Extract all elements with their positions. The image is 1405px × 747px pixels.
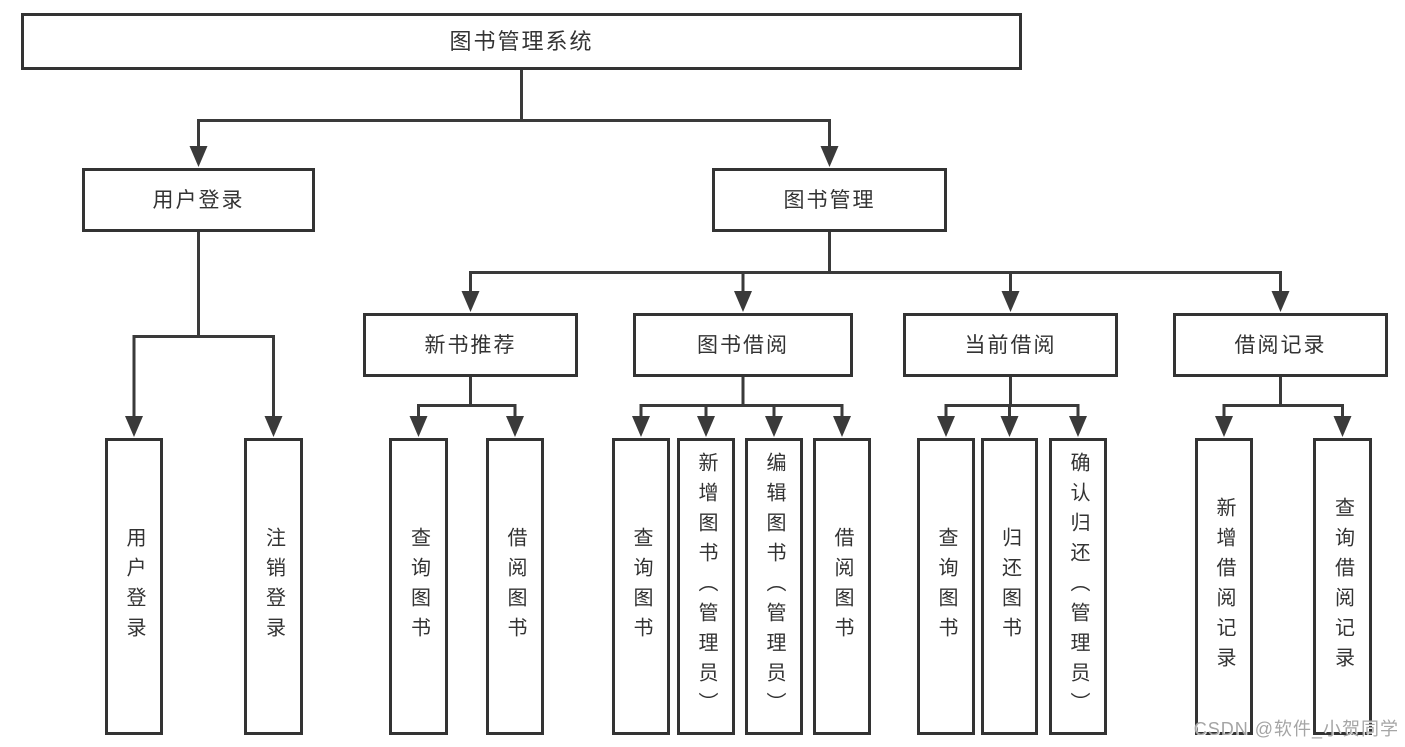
arrowhead-icon [734,291,752,312]
arrowhead-icon [1069,416,1087,437]
arrowhead-icon [1000,416,1019,437]
node-label: 新增借阅记录 [1213,496,1235,677]
leaf-query-books: 查询图书 [389,438,448,735]
node-new-book-recommend: 新书推荐 [363,313,578,377]
node-label: 借阅图书 [504,526,526,647]
arrowhead-icon [189,146,208,167]
arrowhead-icon [1215,416,1233,437]
node-label: 用户登录 [123,526,145,647]
arrowhead-icon [820,146,839,167]
csdn-watermark: CSDN @软件_小贺同学 [1193,719,1399,739]
node-label: 归还图书 [998,526,1021,647]
arrowhead-icon [765,416,783,437]
leaf-query-books: 查询图书 [917,438,975,735]
arrowhead-icon [409,416,428,437]
node-label: 图书借阅 [697,333,789,357]
leaf-edit-books-admin: 编辑图书（管理员） [745,438,803,735]
leaf-borrow-books: 借阅图书 [813,438,871,735]
node-label: 查询图书 [935,526,957,647]
arrowhead-icon [833,416,851,437]
leaf-return-books: 归还图书 [981,438,1038,735]
node-label: 图书管理 [783,188,876,212]
arrowhead-icon [125,416,143,437]
node-label: 借阅图书 [831,526,853,647]
leaf-borrow-books: 借阅图书 [486,438,544,735]
node-borrow-records: 借阅记录 [1173,313,1388,377]
node-label: 编辑图书（管理员） [763,451,785,722]
leaf-confirm-return-admin: 确认归还（管理员） [1049,438,1107,735]
leaf-query-borrow-record: 查询借阅记录 [1313,438,1372,735]
leaf-logout: 注销登录 [244,438,303,735]
node-root-system: 图书管理系统 [21,13,1022,70]
node-label: 注销登录 [262,526,285,647]
node-label: 查询图书 [407,526,430,647]
node-label: 用户登录 [152,188,245,212]
node-label: 新书推荐 [424,333,517,357]
arrowhead-icon [632,416,650,437]
arrowhead-icon [937,416,955,437]
leaf-add-borrow-record: 新增借阅记录 [1195,438,1253,735]
arrowhead-icon [697,416,715,437]
node-label: 图书管理系统 [449,28,594,54]
arrowhead-icon [506,416,524,437]
node-label: 当前借阅 [964,333,1057,357]
node-label: 确认归还（管理员） [1067,451,1089,722]
node-current-borrow: 当前借阅 [903,313,1118,377]
arrowhead-icon [1271,291,1290,312]
node-label: 查询图书 [630,526,652,647]
leaf-add-books-admin: 新增图书（管理员） [677,438,735,735]
node-label: 查询借阅记录 [1331,496,1354,677]
node-book-management: 图书管理 [712,168,947,232]
arrowhead-icon [1333,416,1352,437]
arrowhead-icon [1001,291,1020,312]
arrowhead-icon [264,416,283,437]
node-user-login: 用户登录 [82,168,315,232]
arrowhead-icon [461,291,480,312]
node-label: 借阅记录 [1234,333,1327,357]
node-book-borrow: 图书借阅 [633,313,853,377]
node-label: 新增图书（管理员） [695,451,717,722]
leaf-query-books: 查询图书 [612,438,670,735]
leaf-user-login: 用户登录 [105,438,163,735]
